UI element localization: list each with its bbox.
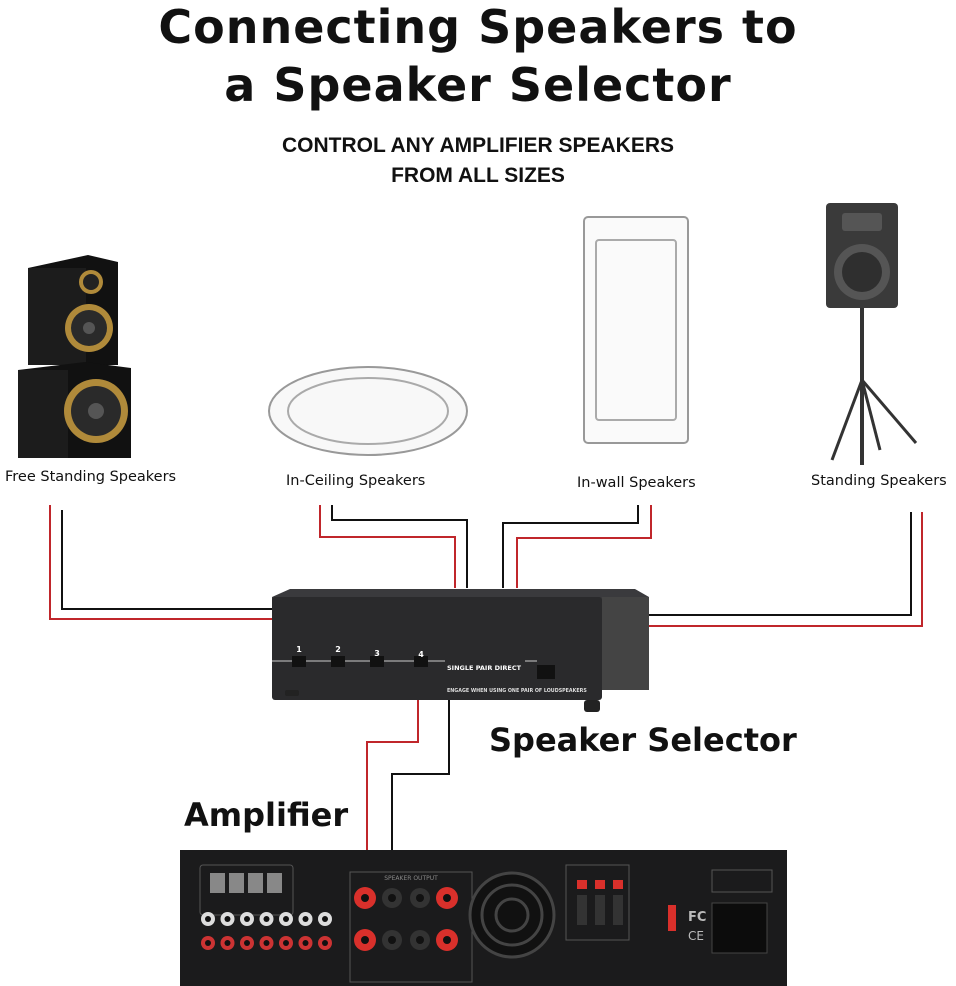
free-standing-speakers-image	[18, 255, 131, 458]
rca-jack-hole	[244, 916, 250, 922]
amplifier-device: SPEAKER OUTPUT FC CE	[180, 850, 787, 986]
rca-jack-hole	[244, 940, 250, 946]
speaker-selector-device: 1 2 3 4 SINGLE PAIR DIRECT ENGAGE WHEN U…	[272, 589, 649, 712]
rca-jack-hole	[322, 916, 328, 922]
wire-free-standing-positive	[49, 505, 272, 620]
ce-mark: CE	[688, 929, 704, 943]
selector-button-1[interactable]	[292, 656, 306, 667]
selector-button-4[interactable]	[414, 656, 428, 667]
engage-note: ENGAGE WHEN USING ONE PAIR OF LOUDSPEAKE…	[447, 688, 587, 694]
rca-jack-hole	[205, 916, 211, 922]
rca-jack-hole	[263, 916, 270, 922]
wire-free-standing-negative	[61, 510, 272, 610]
selector-label-4: 4	[418, 650, 424, 659]
title-line-1: Connecting Speakers to	[158, 0, 798, 54]
rca-jack-hole	[283, 940, 289, 946]
wire-in-ceiling-negative	[331, 505, 468, 588]
wire-amp-negative	[391, 698, 450, 872]
in-ceiling-speaker-image	[268, 366, 468, 456]
wire-amp-positive	[366, 698, 419, 872]
single-pair-direct-label: SINGLE PAIR DIRECT	[447, 664, 522, 672]
label-in-ceiling-speakers: In-Ceiling Speakers	[286, 473, 426, 489]
power-inlet	[711, 902, 768, 954]
label-free-standing-speakers: Free Standing Speakers	[5, 469, 177, 485]
selector-button-3[interactable]	[370, 656, 384, 667]
speaker-output-label: SPEAKER OUTPUT	[384, 875, 438, 882]
label-standing-speakers: Standing Speakers	[811, 473, 947, 489]
standing-speaker-image	[826, 203, 918, 465]
label-in-wall-speakers: In-wall Speakers	[577, 475, 696, 491]
wire-in-wall-positive	[516, 505, 652, 588]
selector-button-2[interactable]	[331, 656, 345, 667]
rca-jack-hole	[224, 916, 231, 922]
selector-label-2: 2	[335, 645, 341, 654]
title-line-2: a Speaker Selector	[224, 58, 732, 112]
wires	[49, 505, 923, 872]
speaker-selector-label: Speaker Selector	[489, 721, 797, 759]
speaker-output-terminals	[354, 887, 458, 951]
wire-in-wall-negative	[502, 505, 639, 588]
single-pair-direct-button[interactable]	[537, 665, 555, 679]
rca-jack-hole	[322, 940, 328, 946]
selector-label-3: 3	[374, 649, 380, 658]
fan-grille	[468, 871, 556, 959]
subtitle-line-2: FROM ALL SIZES	[391, 164, 565, 187]
subtitle-line-1: CONTROL ANY AMPLIFIER SPEAKERS	[281, 134, 675, 157]
wire-standing-positive	[648, 512, 923, 627]
rca-jack-hole	[302, 940, 309, 946]
rca-jack-hole	[263, 940, 270, 946]
selector-label-1: 1	[296, 645, 302, 654]
rca-jack-hole	[283, 916, 289, 922]
rca-jack-hole	[205, 940, 211, 946]
amplifier-label: Amplifier	[184, 796, 349, 834]
wire-standing-negative	[648, 512, 912, 616]
rca-jack-hole	[224, 940, 231, 946]
wire-in-ceiling-positive	[319, 505, 456, 588]
rca-jacks	[201, 912, 332, 950]
fc-mark: FC	[688, 910, 706, 925]
rca-jack-hole	[302, 916, 309, 922]
in-wall-speaker-image	[583, 216, 689, 444]
